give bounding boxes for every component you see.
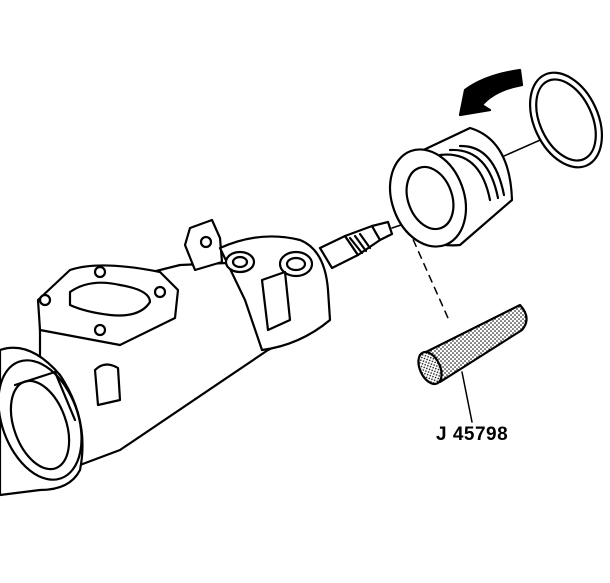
steering-gear-housing: [0, 218, 332, 497]
alignment-dashed-line: [407, 227, 449, 319]
label-leader-line: [461, 371, 473, 423]
o-ring: [529, 71, 603, 169]
tool-cone: [417, 303, 528, 386]
installation-arrow-icon: [458, 68, 524, 117]
tool-label: J 45798: [436, 424, 509, 445]
seal-adapter: [388, 126, 514, 248]
input-shaft: [318, 220, 394, 270]
